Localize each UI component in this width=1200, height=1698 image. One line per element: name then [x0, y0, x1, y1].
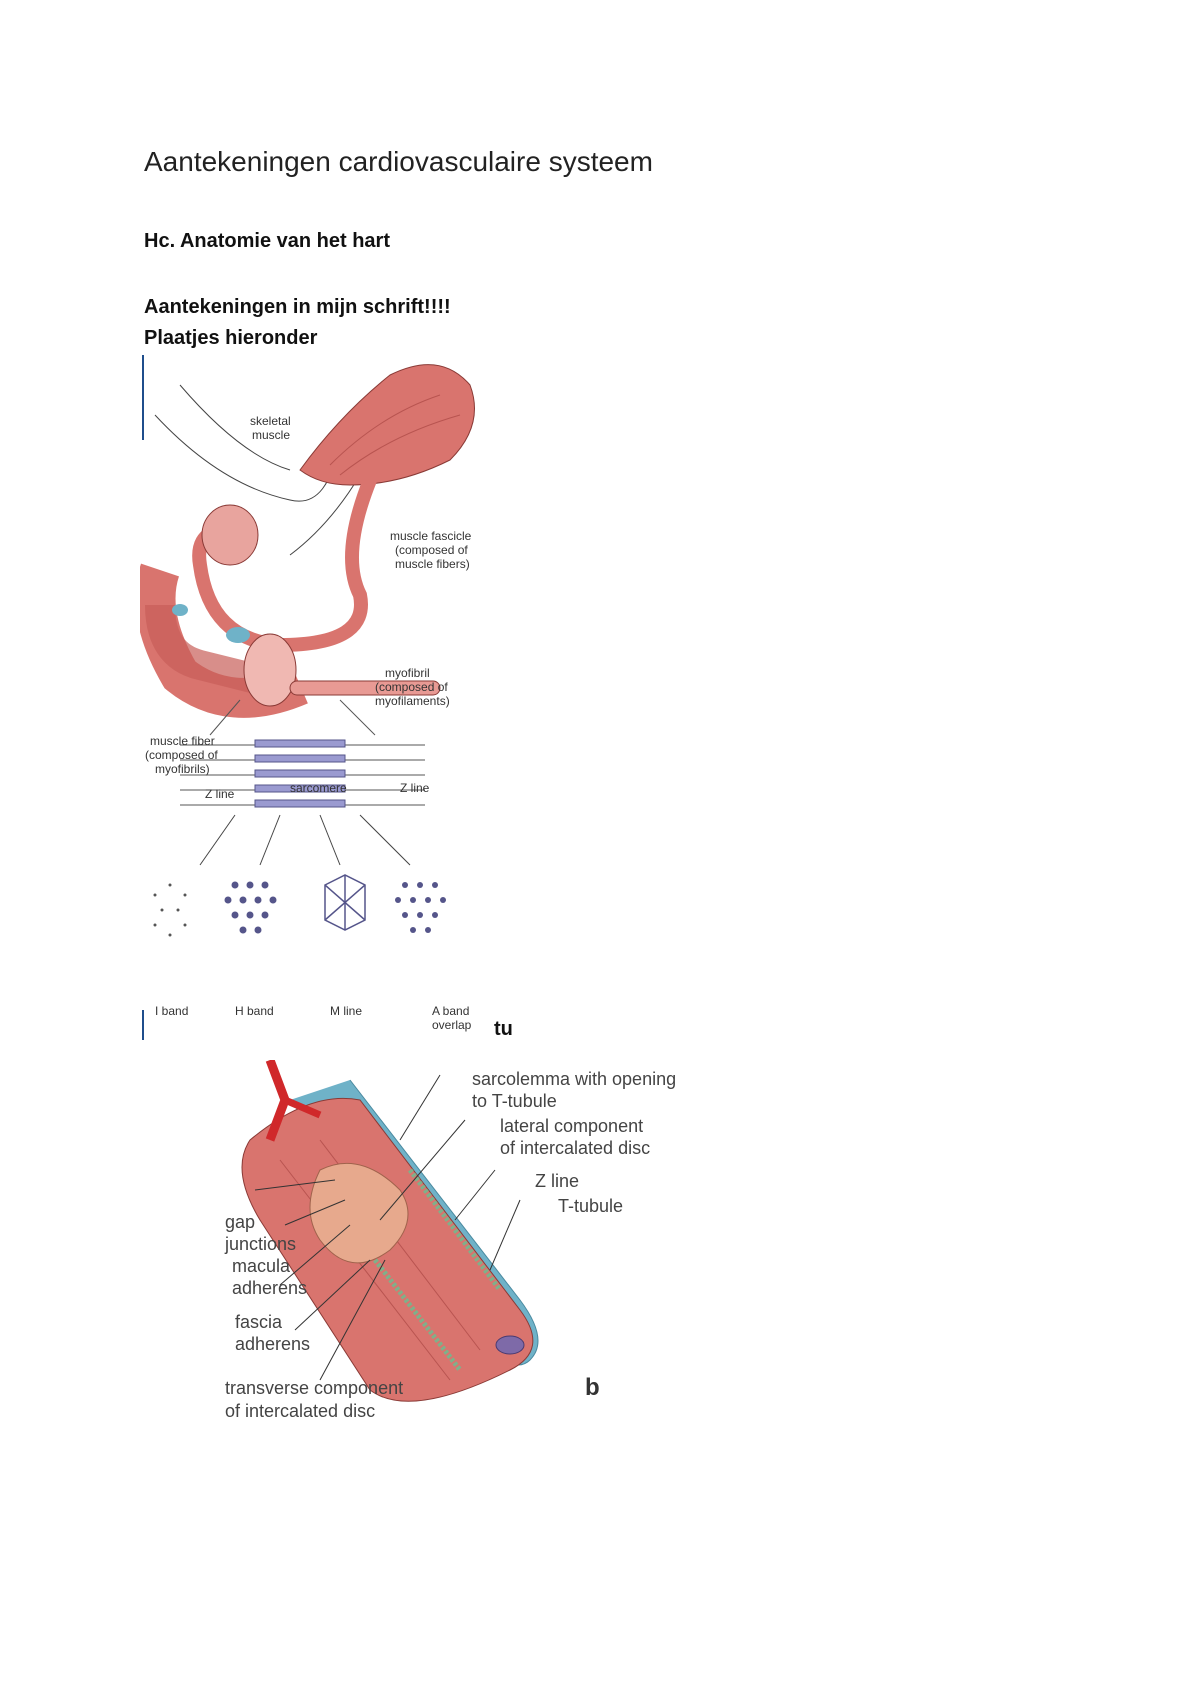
- label-macula-adherens: adherens: [232, 1278, 307, 1298]
- label-myofibril-line2: (composed of: [375, 680, 448, 694]
- label-fascia: fascia: [235, 1312, 283, 1332]
- skeletal-muscle-figure: skeletal muscle muscle fascicle (compose…: [135, 355, 500, 1045]
- label-z-line-left: Z line: [205, 787, 235, 801]
- label-sarcomere: sarcomere: [290, 781, 347, 795]
- cardiac-muscle-figure: sarcolemma with opening to T-tubule late…: [210, 1058, 710, 1480]
- label-transverse-component-line2: of intercalated disc: [225, 1401, 375, 1421]
- panel-letter: b: [585, 1374, 600, 1401]
- label-fiber-line2: (composed of: [145, 748, 218, 762]
- label-z-line-right: Z line: [400, 781, 430, 795]
- pictures-line: Plaatjes hieronder: [144, 327, 318, 349]
- label-a-band-overlap: overlap: [432, 1018, 472, 1032]
- label-junctions: junctions: [224, 1234, 296, 1254]
- label-muscle: muscle: [252, 428, 290, 442]
- label-transverse-component: transverse component: [225, 1378, 403, 1398]
- label-muscle-fiber: muscle fiber: [150, 734, 215, 748]
- notes-line: Aantekeningen in mijn schrift!!!!: [144, 296, 451, 318]
- label-fascicle: muscle fascicle: [390, 529, 472, 543]
- label-sarcolemma-line2: to T-tubule: [472, 1091, 557, 1111]
- label-skeletal: skeletal: [250, 414, 291, 428]
- label-a-band: A band: [432, 1004, 469, 1018]
- label-sarcolemma: sarcolemma with opening: [472, 1069, 676, 1089]
- document-title: Aantekeningen cardiovasculaire systeem: [144, 146, 653, 177]
- label-m-line: M line: [330, 1004, 362, 1018]
- label-fascicle-line2: (composed of: [395, 543, 468, 557]
- stray-text: tu: [494, 1018, 513, 1040]
- label-lateral-component-line2: of intercalated disc: [500, 1138, 650, 1158]
- label-myofibril: myofibril: [385, 666, 430, 680]
- label-macula: macula: [232, 1256, 291, 1276]
- label-h-band: H band: [235, 1004, 274, 1018]
- label-t-tubule: T-tubule: [558, 1196, 623, 1216]
- label-gap: gap: [225, 1212, 255, 1232]
- label-myofibril-line3: myofilaments): [375, 694, 450, 708]
- label-fascicle-line3: muscle fibers): [395, 557, 470, 571]
- lecture-heading: Hc. Anatomie van het hart: [144, 230, 390, 252]
- label-lateral-component: lateral component: [500, 1116, 643, 1136]
- label-fascia-adherens: adherens: [235, 1334, 310, 1354]
- label-fiber-line3: myofibrils): [155, 762, 210, 776]
- label-i-band: I band: [155, 1004, 188, 1018]
- label-z-line: Z line: [535, 1171, 579, 1191]
